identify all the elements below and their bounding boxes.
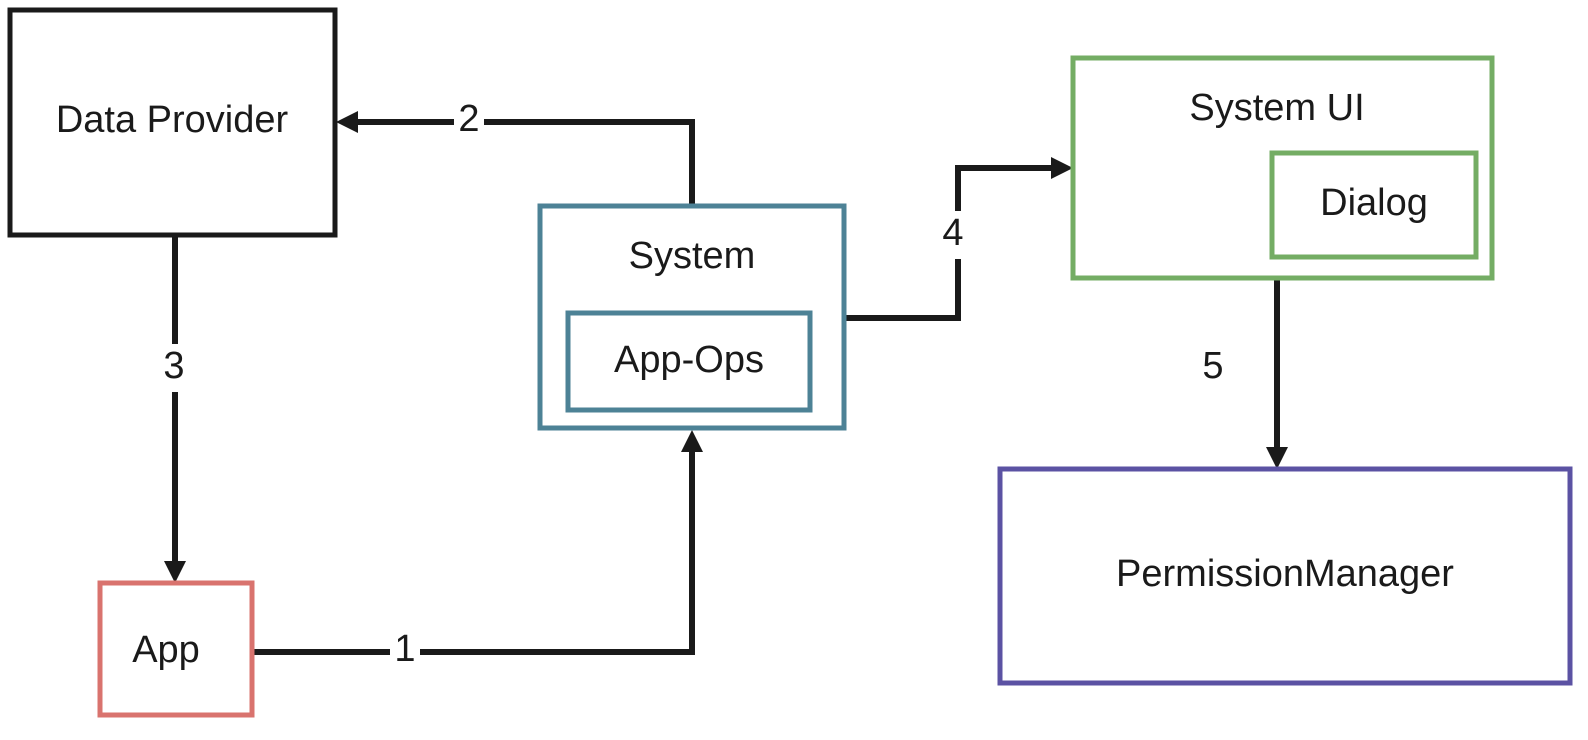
edge-label-2: 2 xyxy=(458,98,479,140)
node-dialog[interactable]: Dialog xyxy=(1269,150,1479,260)
edge-1 xyxy=(254,430,703,655)
edge-label-3: 3 xyxy=(163,345,184,387)
edge-path-2 xyxy=(350,119,695,206)
node-label-data-provider: Data Provider xyxy=(56,99,289,141)
edge-label-group-2: 2 xyxy=(454,97,484,145)
arrowhead-2 xyxy=(336,111,358,133)
edge-label-group-5: 5 xyxy=(1202,345,1223,387)
node-data-provider[interactable]: Data Provider xyxy=(7,7,338,238)
node-app[interactable]: App xyxy=(97,580,255,718)
edge-label-backdrop-1 xyxy=(390,627,420,675)
edge-label-group-1: 1 xyxy=(390,627,420,675)
edge-label-group-4: 4 xyxy=(938,211,968,259)
edge-3 xyxy=(164,236,186,583)
node-box-app xyxy=(97,580,255,718)
node-label-permission-manager: PermissionManager xyxy=(1116,553,1454,595)
edge-label-backdrop-3 xyxy=(159,344,189,392)
edge-label-1: 1 xyxy=(394,628,415,670)
node-label-system-ui: System UI xyxy=(1189,87,1364,129)
node-box-app-ops xyxy=(565,310,813,413)
node-app-ops[interactable]: App-Ops xyxy=(565,310,813,413)
edge-label-backdrop-2 xyxy=(454,97,484,145)
arrowhead-1 xyxy=(681,430,703,452)
node-label-system: System xyxy=(629,235,756,277)
edge-2 xyxy=(336,111,695,206)
arrowhead-5 xyxy=(1266,447,1288,469)
node-label-dialog: Dialog xyxy=(1320,182,1428,224)
edge-labels-layer: 1 2 3 4 5 xyxy=(159,97,1224,675)
edge-label-4: 4 xyxy=(942,212,963,254)
edge-path-1 xyxy=(254,442,695,655)
edge-label-group-3: 3 xyxy=(159,344,189,392)
node-box-data-provider xyxy=(7,7,338,238)
node-box-dialog xyxy=(1269,150,1479,260)
node-label-app-ops: App-Ops xyxy=(614,339,764,381)
edge-5 xyxy=(1266,278,1288,469)
edge-label-backdrop-4 xyxy=(938,211,968,259)
node-permission-manager[interactable]: PermissionManager xyxy=(997,466,1573,686)
arrowhead-3 xyxy=(164,561,186,583)
node-label-app: App xyxy=(132,629,200,671)
arrowhead-4 xyxy=(1051,157,1073,179)
node-box-permission-manager xyxy=(997,466,1573,686)
edge-label-5: 5 xyxy=(1202,345,1223,387)
